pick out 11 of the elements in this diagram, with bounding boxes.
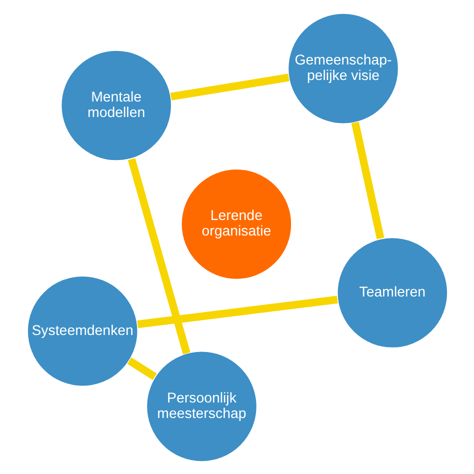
connector — [136, 295, 338, 328]
connector — [127, 158, 190, 354]
connector — [170, 73, 289, 100]
node-circle: Systeemdenken — [26, 274, 138, 386]
node-circle: Persoonlijk meesterschap — [145, 350, 257, 462]
node-circle: Teamleren — [336, 236, 448, 348]
node-circle: Gemeenschap- pelijke visie — [287, 12, 398, 124]
node-circle: Mentale modellen — [60, 49, 172, 161]
node-circle: Lerende organisatie — [180, 168, 292, 280]
connector — [350, 121, 384, 239]
connector — [126, 356, 156, 380]
